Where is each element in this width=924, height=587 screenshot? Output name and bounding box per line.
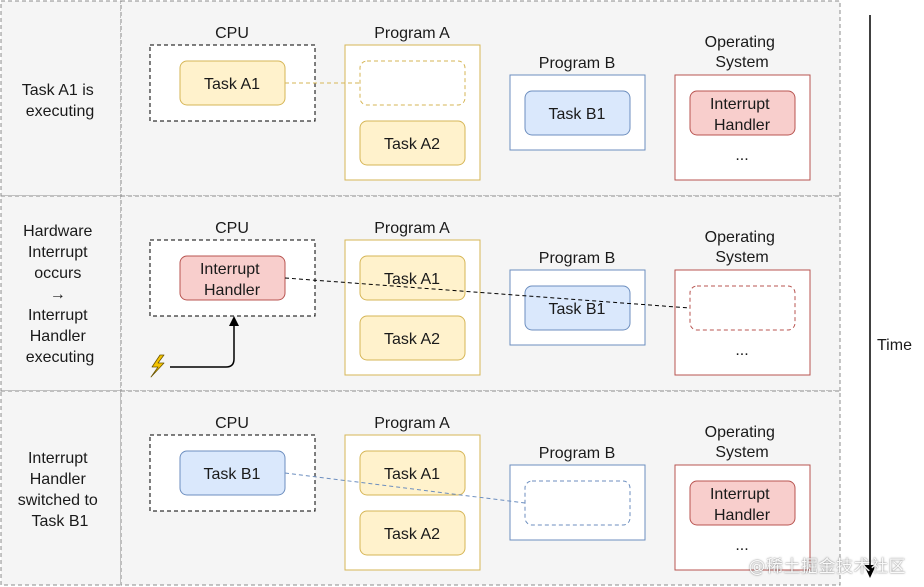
row1-program-a-slot1-empty	[359, 60, 466, 106]
row1-program-b-title: Program B	[539, 55, 615, 72]
row1-program-a-slot2	[359, 120, 466, 166]
row2-interrupt-arrow	[170, 316, 239, 368]
row3-os-slot1-label: Interrupt Handler	[710, 486, 774, 524]
row1-cpu-task-label: Task A1	[204, 76, 260, 93]
row1-description: Task A1 is executing	[22, 82, 98, 120]
row2-program-b-slot1-label: Task B1	[549, 301, 606, 318]
row3-program-a-slot1-label: Task A1	[384, 466, 440, 483]
row2-program-a-slot2	[359, 315, 466, 361]
row3-connector-b1	[284, 472, 526, 504]
row1-program-a-slot2-label: Task A2	[384, 136, 440, 153]
row3-program-a-slot2-label: Task A2	[384, 526, 440, 543]
row1-os-ellipsis: ...	[735, 147, 748, 164]
row2-os-ellipsis: ...	[735, 342, 748, 359]
row3-program-b-slot1-empty	[524, 480, 631, 526]
row1-os-slot1	[689, 90, 796, 136]
row3-os-ellipsis: ...	[735, 537, 748, 554]
row2-program-a-slot1-label: Task A1	[384, 271, 440, 288]
row3-program-b-title: Program B	[539, 445, 615, 462]
row2-cpu-title: CPU	[215, 220, 249, 237]
row2-connector-handler	[284, 277, 691, 309]
time-axis-label: Time	[877, 337, 912, 354]
row3-cpu-title: CPU	[215, 415, 249, 432]
row2-program-b-slot1	[524, 285, 631, 331]
row2-program-b-title: Program B	[539, 250, 615, 267]
row3-program-a-title: Program A	[374, 415, 450, 432]
row3-program-a-slot1	[359, 450, 466, 496]
row2-os-slot1-empty	[689, 285, 796, 331]
row1-program-b-slot1-label: Task B1	[549, 106, 606, 123]
watermark: @稀土掘金技术社区	[748, 557, 906, 577]
row3-cpu-task-label: Task B1	[204, 466, 261, 483]
row2-program-a-slot2-label: Task A2	[384, 331, 440, 348]
row2-cpu-task-label: Interrupt Handler	[200, 261, 264, 299]
row3-program-a-slot2	[359, 510, 466, 556]
row1-desc-panel	[0, 0, 122, 197]
row1-program-a-title: Program A	[374, 25, 450, 42]
lightning-bolt-icon	[150, 354, 165, 378]
row1-os-slot1-label: Interrupt Handler	[710, 96, 774, 134]
row1-cpu-title: CPU	[215, 25, 249, 42]
row3-desc-panel	[0, 390, 122, 586]
row3-os-title: Operating System	[705, 424, 780, 461]
row1-program-b-slot1	[524, 90, 631, 136]
row2-program-a-title: Program A	[374, 220, 450, 237]
row2-os-title: Operating System	[705, 229, 780, 266]
row2-desc-panel	[0, 195, 122, 392]
time-axis-arrowhead	[864, 565, 876, 578]
row3-description: Interrupt Handler switched to Task B1	[18, 450, 103, 530]
row1-os-title: Operating System	[705, 34, 780, 71]
row3-os-slot1	[689, 480, 796, 526]
row2-description: Hardware Interrupt occurs → Interrupt Ha…	[23, 223, 97, 366]
